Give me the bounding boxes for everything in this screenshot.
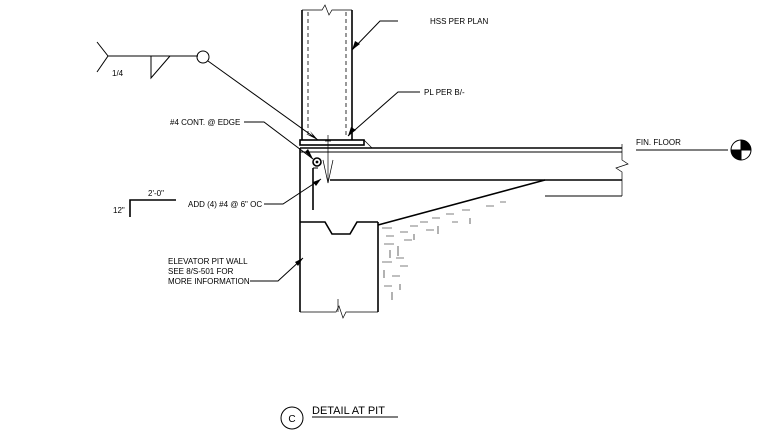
- leader-rebar-edge: [244, 121, 314, 160]
- weld-symbol: [96, 41, 319, 141]
- rebar: [312, 135, 334, 210]
- detail-title-block: C DETAIL AT PIT: [280, 405, 398, 430]
- weld-size-label: 1/4: [112, 69, 124, 78]
- note-pit-wall-3: MORE INFORMATION: [168, 277, 250, 286]
- soil-hatch: [382, 201, 506, 300]
- note-plate: PL PER B/-: [424, 88, 465, 97]
- bar-length-label: 2'-0": [148, 189, 164, 198]
- note-hss: HSS PER PLAN: [430, 17, 488, 26]
- fin-floor-marker: [636, 139, 752, 161]
- note-rebar-edge: #4 CONT. @ EDGE: [170, 118, 240, 127]
- detail-letter: C: [288, 414, 295, 425]
- elevator-pit-wall: [299, 221, 379, 319]
- leader-add-bars: [264, 178, 322, 205]
- bent-bar-sketch: [129, 199, 176, 217]
- floor-slab: [299, 139, 629, 226]
- leader-plate: [347, 91, 420, 137]
- note-pit-wall-2: SEE 8/S-501 FOR: [168, 267, 234, 276]
- bar-hook-label: 12": [113, 206, 125, 215]
- note-add-bars: ADD (4) #4 @ 6" OC: [188, 200, 262, 209]
- base-plate: [299, 139, 365, 146]
- detail-title: DETAIL AT PIT: [312, 405, 385, 417]
- note-pit-wall-1: ELEVATOR PIT WALL: [168, 257, 248, 266]
- note-fin-floor: FIN. FLOOR: [636, 138, 681, 147]
- leader-hss: [351, 20, 398, 51]
- hss-column: [301, 4, 353, 140]
- leader-pit-wall: [250, 257, 304, 282]
